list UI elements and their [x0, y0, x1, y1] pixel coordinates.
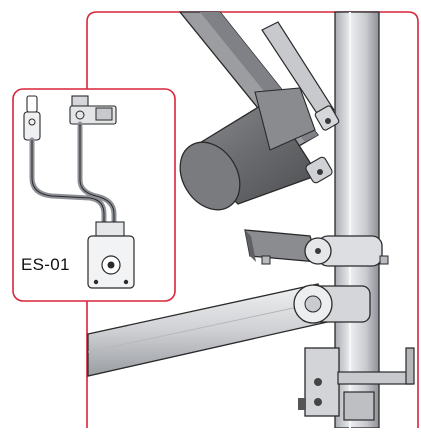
base-bracket: [298, 347, 415, 421]
actuator-motor: [179, 87, 333, 211]
support-pole: [334, 11, 380, 429]
electrical-switch-assembly-icon: [23, 95, 135, 289]
callout-part-label: ES-01: [21, 255, 70, 274]
clamp-bracket: [244, 229, 389, 267]
main-view-frame: [86, 11, 419, 428]
arm-pivot: [293, 284, 371, 324]
